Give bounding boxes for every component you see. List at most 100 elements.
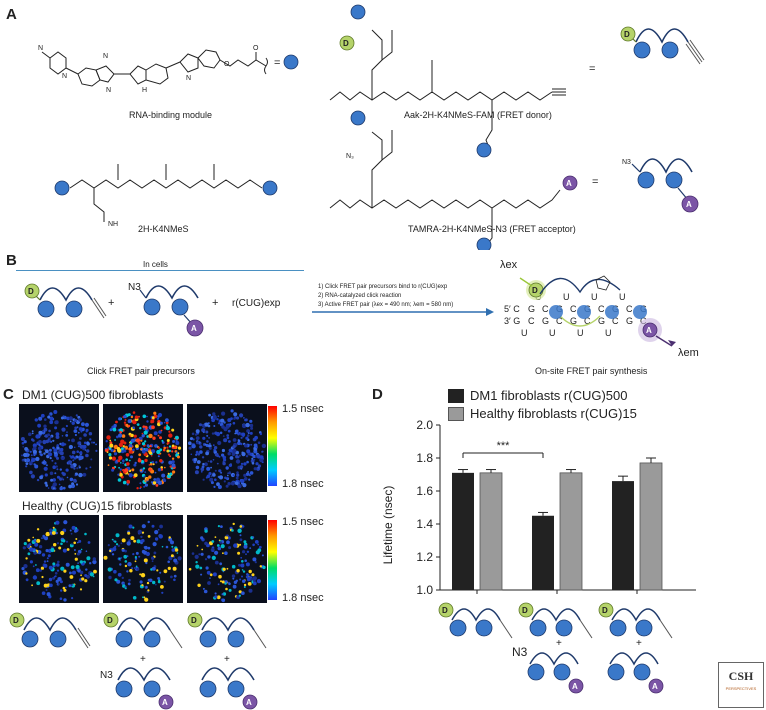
cell-speckle — [205, 566, 209, 570]
cell-speckle — [165, 421, 169, 425]
svg-text:=: = — [592, 176, 598, 188]
cell-speckle — [220, 580, 222, 583]
cell-speckle — [65, 562, 70, 567]
cell-speckle — [77, 431, 80, 434]
cell-speckle — [191, 437, 193, 440]
cell-speckle — [113, 425, 117, 429]
cell-speckle — [44, 418, 47, 421]
cell-speckle — [50, 435, 52, 438]
cell-speckle — [217, 546, 222, 551]
cell-speckle — [152, 567, 154, 569]
cell-speckle — [225, 587, 228, 591]
cell-speckle — [222, 592, 227, 596]
in-cells-label: In cells — [143, 260, 168, 269]
cell-speckle — [29, 463, 32, 466]
cell-speckle — [251, 573, 255, 577]
cell-speckle — [132, 526, 135, 529]
cell-speckle — [226, 567, 229, 570]
cell-speckle — [128, 444, 133, 448]
cell-speckle — [243, 462, 247, 466]
cell-speckle — [210, 475, 213, 478]
svg-text:D: D — [191, 616, 197, 625]
cell-speckle — [223, 438, 228, 443]
cell-speckle — [151, 449, 156, 454]
cell-speckle — [135, 438, 141, 443]
cell-speckle — [55, 435, 60, 439]
cell-speckle — [118, 417, 122, 421]
cell-speckle — [206, 440, 209, 443]
svg-text:N3: N3 — [512, 645, 528, 659]
cell-speckle — [127, 562, 132, 567]
cell-speckle — [130, 536, 135, 541]
cell-speckle — [188, 446, 192, 450]
cell-speckle — [60, 589, 63, 592]
cell-speckle — [147, 546, 151, 550]
cell-speckle — [256, 579, 261, 584]
svg-text:=: = — [589, 63, 595, 75]
cell-speckle — [221, 593, 224, 596]
cell-speckle — [239, 465, 244, 469]
cell-speckle — [239, 578, 242, 581]
cell-speckle — [76, 552, 80, 556]
cell-speckle — [172, 566, 177, 571]
cell-speckle — [73, 446, 76, 449]
cell-speckle — [143, 558, 148, 563]
cell-speckle — [26, 544, 29, 547]
cell-speckle — [200, 552, 204, 556]
cell-speckle — [166, 424, 169, 427]
cell-speckle — [122, 480, 127, 485]
cell-speckle — [236, 473, 240, 477]
cell-speckle — [56, 444, 59, 447]
cell-speckle — [167, 441, 170, 445]
color-scale-bottom — [268, 520, 277, 600]
cell-speckle — [124, 560, 128, 563]
cell-speckle — [78, 455, 83, 460]
cell-speckle — [170, 575, 173, 579]
cell-speckle — [250, 426, 254, 430]
cell-speckle — [21, 567, 25, 571]
cell-speckle — [259, 432, 263, 436]
cell-speckle — [52, 478, 56, 482]
cell-speckle — [143, 427, 146, 430]
cell-speckle — [45, 549, 49, 553]
cell-speckle — [228, 582, 231, 586]
cell-speckle — [226, 436, 230, 440]
cell-speckle — [237, 528, 242, 533]
cell-speckle — [105, 440, 108, 443]
cell-speckle — [232, 438, 237, 442]
cell-speckle — [40, 453, 43, 457]
cell-speckle — [83, 441, 87, 445]
cell-speckle — [151, 556, 155, 560]
svg-text:D: D — [13, 616, 19, 625]
cell-speckle — [134, 560, 137, 563]
cell-speckle — [116, 447, 121, 451]
cell-speckle — [221, 580, 225, 584]
cell-speckle — [92, 559, 97, 565]
cell-speckle — [85, 550, 88, 552]
cell-speckle — [252, 454, 256, 459]
cell-speckle — [134, 556, 137, 559]
cell-speckle — [214, 536, 217, 538]
cell-speckle — [123, 447, 126, 450]
y-axis-label: Lifetime (nsec) — [381, 486, 395, 565]
cell-speckle — [256, 453, 261, 458]
cell-speckle — [155, 461, 158, 464]
cell-speckle — [124, 468, 129, 473]
cell-speckle — [220, 471, 223, 474]
cell-speckle — [122, 462, 124, 464]
hairpin-bottom-base: G — [598, 316, 605, 326]
cell-speckle — [207, 581, 211, 585]
cell-speckle — [254, 540, 259, 544]
y-tick-label: 1.8 — [416, 451, 433, 465]
cell-speckle — [212, 444, 215, 447]
cell-speckle — [60, 447, 64, 452]
cell-speckle — [71, 482, 75, 486]
cell-speckle — [75, 538, 78, 540]
step-2: 2) RNA-catalyzed click reaction — [318, 293, 402, 299]
cell-speckle — [52, 487, 55, 490]
cell-speckle — [122, 584, 126, 588]
cell-speckle — [33, 454, 36, 457]
bar-healthy — [479, 472, 503, 591]
cell-speckle — [224, 582, 227, 585]
bar-healthy — [639, 462, 663, 591]
